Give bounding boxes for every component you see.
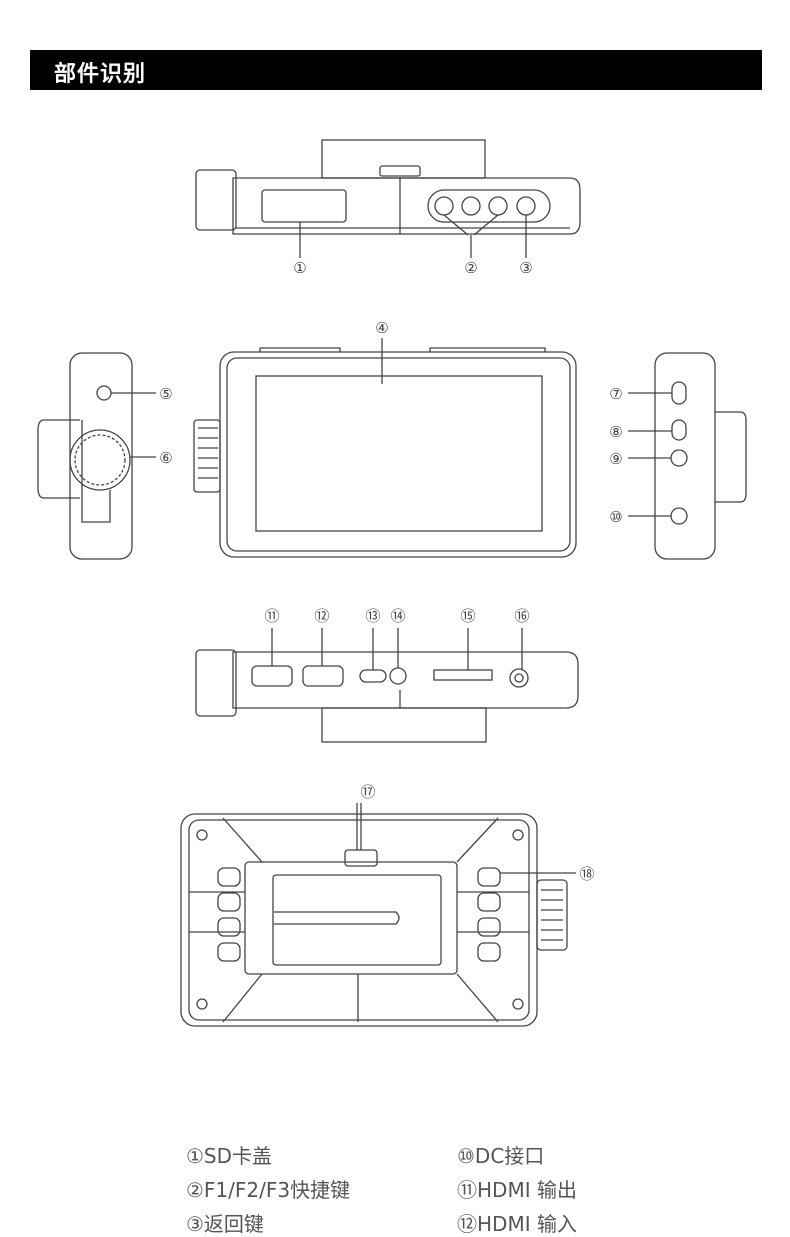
top-clip [379, 165, 421, 177]
callout-5: ⑤ [159, 385, 172, 403]
top-view [195, 139, 581, 258]
toggle-switch [671, 419, 687, 441]
front-body [219, 351, 577, 558]
legend-item-shortcut-keys: ②F1/F2/F3快捷键 [186, 1178, 351, 1202]
callout-7: ⑦ [609, 385, 622, 403]
right-side-body [654, 352, 716, 560]
bottom-side-knob [195, 649, 237, 717]
f1-button [434, 196, 454, 216]
callout-11: ⑪ [264, 607, 279, 625]
legend-item-dc-port: ⑩DC接口 [457, 1144, 545, 1168]
callout-6: ⑥ [159, 449, 172, 467]
right-side-view [628, 352, 747, 560]
callout-12: ⑫ [314, 607, 329, 625]
legend-item-sd-card-cover: ①SD卡盖 [186, 1144, 273, 1168]
callout-13: ⑬ [365, 607, 380, 625]
callout-4: ④ [375, 319, 388, 337]
left-vent-pads [217, 867, 241, 962]
section-title: 部件识别 [54, 62, 147, 87]
rotary-knob [69, 429, 131, 491]
left-bracket [37, 419, 80, 499]
screw-icon [512, 998, 524, 1010]
dc-port [670, 507, 688, 525]
back-clip [344, 849, 378, 867]
bottom-switch [359, 669, 387, 683]
front-side-knob [193, 419, 221, 493]
hdmi-in-port [302, 665, 344, 687]
back-body [180, 813, 538, 1027]
battery-plate [244, 861, 458, 975]
legend-item-hdmi-out: ⑪HDMI 输出 [457, 1178, 577, 1202]
top-mount-plate [321, 139, 486, 179]
callout-3: ③ [519, 259, 532, 277]
back-view [180, 803, 576, 1027]
screw-icon [196, 829, 208, 841]
callout-2: ② [464, 259, 477, 277]
screw-icon [512, 829, 524, 841]
callout-10: ⑩ [609, 508, 622, 526]
hdmi-out-port [251, 665, 293, 687]
screw-icon [196, 998, 208, 1010]
left-side-body [69, 352, 133, 560]
bottom-mount-plate [321, 707, 487, 743]
power-switch [671, 381, 687, 405]
callout-15: ⑮ [460, 607, 475, 625]
left-side-view [37, 352, 156, 560]
right-vent-pads [477, 867, 501, 962]
callout-16: ⑯ [514, 607, 529, 625]
callout-14: ⑭ [390, 607, 405, 625]
callout-1: ① [293, 259, 306, 277]
callout-9: ⑨ [609, 450, 622, 468]
bottom-body [232, 651, 579, 709]
sd-card-cover [261, 189, 347, 223]
back-button [516, 196, 536, 216]
f2-button [461, 196, 481, 216]
callout-17: ⑰ [360, 783, 375, 801]
section-header-bar: 部件识别 [30, 50, 762, 90]
f3-button [488, 196, 508, 216]
left-small-button [96, 385, 112, 401]
front-screen [255, 375, 543, 532]
back-side-knob [536, 879, 568, 951]
front-view [193, 338, 577, 558]
callout-8: ⑧ [609, 423, 622, 441]
bottom-view [195, 628, 579, 743]
battery-slot [272, 874, 442, 966]
callout-18: ⑱ [579, 865, 594, 883]
right-bracket [715, 411, 747, 503]
top-body [232, 177, 581, 235]
bottom-jack [509, 668, 529, 688]
sd-slot [433, 669, 493, 681]
top-side-knob [195, 169, 237, 231]
bottom-round-port [389, 667, 407, 685]
audio-jack [670, 449, 688, 467]
